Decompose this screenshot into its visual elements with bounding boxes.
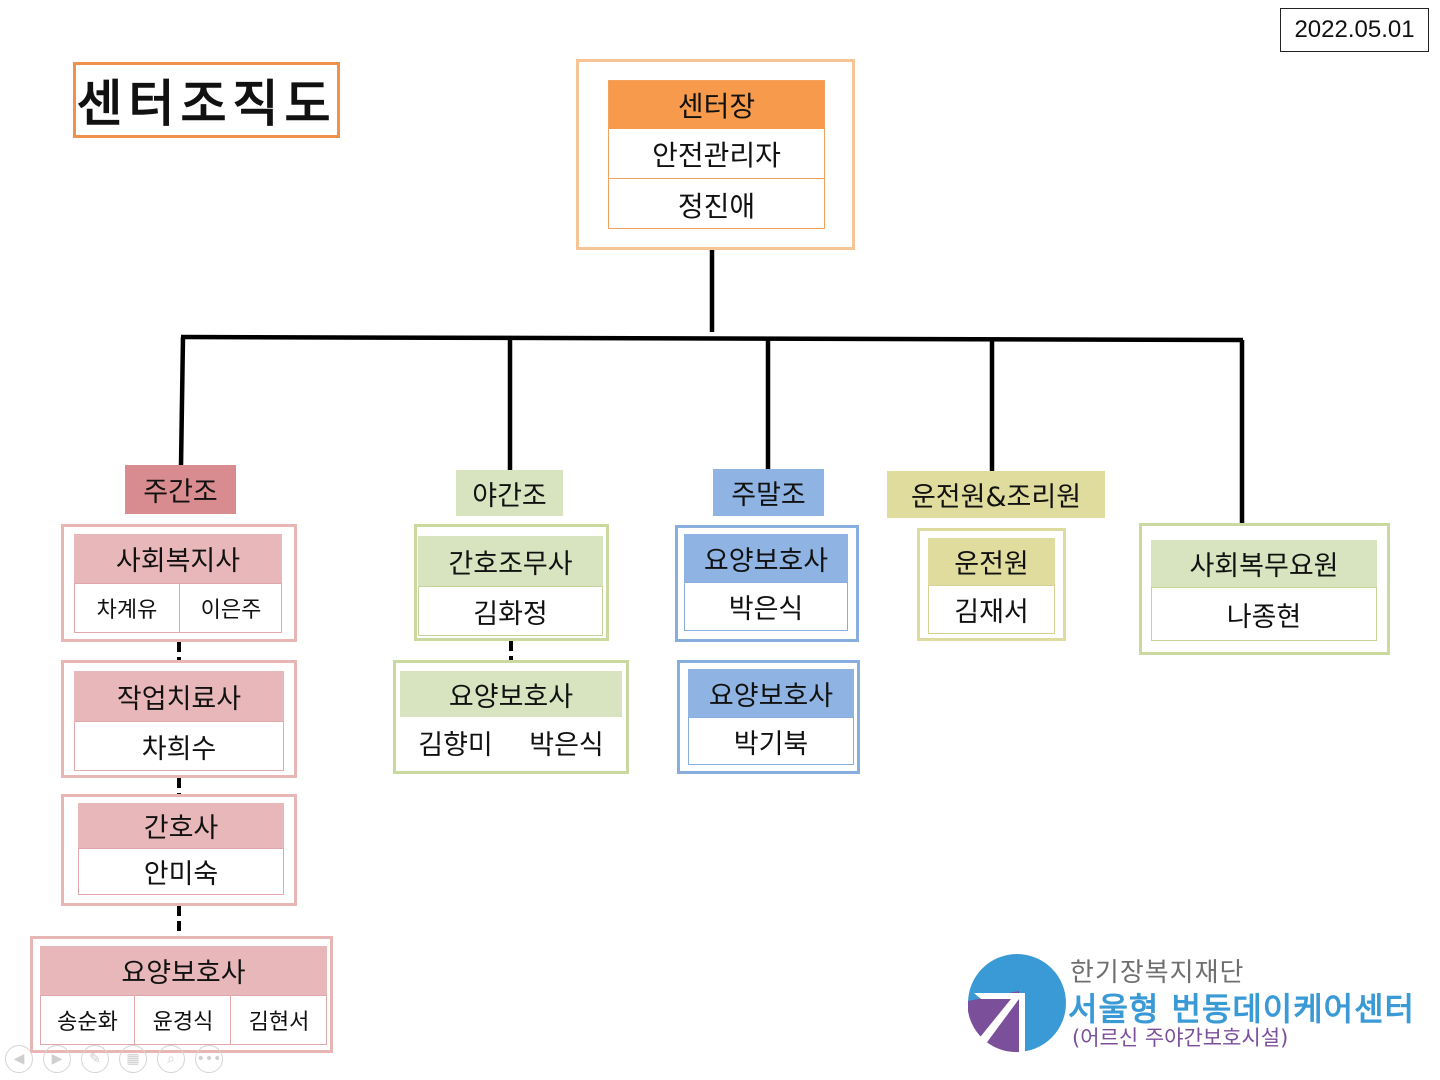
weekend-caregiver-title: 요양보호사 [688,669,854,717]
foundation-logo-icon [968,954,1066,1053]
center-head-title: 센터장 [609,81,824,129]
nurse-name: 안미숙 [78,848,284,895]
weekend-caregiver-name: 박은식 [684,582,848,631]
group-label-night-shift: 야간조 [456,470,563,516]
day-caregiver-name: 김현서 [248,1010,310,1035]
night-caregiver-name: 박은식 [529,729,604,761]
day-caregiver-title: 요양보호사 [40,946,327,995]
group-label-day-shift: 주간조 [125,465,236,514]
day-caregiver-name: 윤경식 [136,996,231,1044]
next-icon[interactable]: ▶ [43,1045,71,1073]
group-label-driver-cook: 운전원&조리원 [887,471,1105,518]
social-service-title: 사회복무요원 [1151,540,1377,587]
social-worker-title: 사회복지사 [74,534,282,583]
slides-icon[interactable]: ▦ [119,1045,147,1073]
page-title: 센터조직도 [73,62,340,138]
pen-icon[interactable]: ✎ [81,1045,109,1073]
nurse-aide-title: 간호조무사 [418,536,603,586]
prev-icon[interactable]: ◀ [5,1045,33,1073]
group-label-weekend-shift: 주말조 [713,469,824,516]
weekend-caregiver-name: 박기북 [688,717,854,765]
center-head-role: 안전관리자 [609,130,824,179]
connector-day-shift [178,336,186,467]
day-caregiver-names [40,995,327,1045]
date-label: 2022.05.01 [1280,8,1429,52]
zoom-icon[interactable]: ⌕ [157,1045,185,1073]
logo-foundation-name: 한기장복지재단 [1070,958,1245,988]
nurse-title: 간호사 [78,803,284,848]
social-worker-name: 이은주 [200,598,262,623]
occupational-therapist-name: 차희수 [74,721,284,771]
social-worker-name: 차계유 [75,584,180,632]
center-head-table [608,80,825,229]
occupational-therapist-title: 작업치료사 [74,671,284,721]
night-caregiver-title: 요양보호사 [400,671,622,717]
logo-center-name: 서울형 번동데이케어센터 [1068,990,1415,1028]
day-caregiver-name: 송순화 [41,996,135,1044]
center-head-name: 정진애 [677,189,756,223]
driver-title: 운전원 [928,538,1055,585]
night-caregiver-name: 김향미 [418,729,493,761]
nurse-aide-name: 김화정 [418,586,603,636]
driver-name: 김재서 [928,585,1055,634]
weekend-caregiver-title: 요양보호사 [684,534,848,582]
social-service-name: 나종현 [1151,587,1377,641]
logo-subtitle: (어르신 주야간보호시설) [1072,1026,1289,1050]
connector-branch-bar [180,334,1244,343]
social-worker-names [74,583,282,633]
more-icon[interactable]: ••• [195,1045,223,1073]
